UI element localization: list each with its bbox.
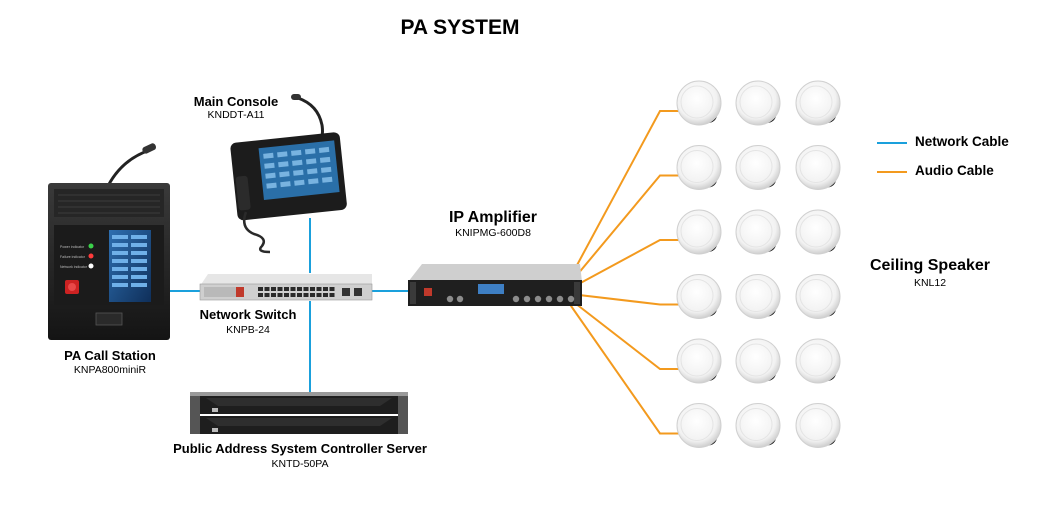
switch-port — [310, 287, 315, 291]
indicator-power-text: Power indicator — [60, 245, 85, 249]
pa-call-station-image: Power indicator Failure indicator Networ… — [48, 143, 170, 340]
ceiling-speaker-label: Ceiling Speaker KNL12 — [860, 257, 1000, 289]
legend-network-cable-label: Network Cable — [915, 134, 1009, 149]
ceiling-speaker-grid — [676, 80, 841, 448]
ceiling-speaker — [676, 274, 722, 319]
amplifier-knob — [556, 295, 564, 303]
ip-amplifier-name: IP Amplifier — [448, 209, 538, 226]
network-switch-model: KNPB-24 — [226, 324, 270, 336]
audio-cable — [561, 239, 683, 294]
controller-server-label: Public Address System Controller Server … — [140, 441, 460, 470]
switch-port — [271, 287, 276, 291]
ceiling-speaker — [735, 80, 781, 126]
audio-cable — [561, 292, 683, 370]
ceiling-speaker — [676, 80, 722, 126]
legend-audio-cable-swatch — [877, 171, 907, 173]
ceiling-speaker — [676, 403, 722, 448]
switch-port — [329, 293, 335, 297]
indicator-failure-text: Failure indicator — [60, 255, 86, 259]
ceiling-speaker — [735, 145, 781, 190]
switch-port — [264, 293, 270, 297]
switch-port — [316, 293, 322, 297]
ceiling-speaker — [795, 403, 841, 448]
ceiling-speaker — [735, 274, 781, 319]
ip-amplifier-model: KNIPMG-600D8 — [455, 227, 531, 239]
main-console-name: Main Console — [193, 94, 279, 109]
pa-call-station-name: PA Call Station — [64, 348, 156, 363]
amplifier-knob — [456, 295, 464, 303]
ceiling-speaker — [676, 209, 722, 255]
ceiling-speaker — [676, 145, 722, 190]
indicator-network-text: Network indicator — [60, 265, 88, 269]
switch-port — [258, 293, 263, 297]
amplifier-knob — [512, 295, 520, 303]
audio-cable — [561, 292, 683, 306]
main-console-image — [230, 94, 347, 254]
amplifier-knob — [545, 295, 553, 303]
switch-port — [277, 287, 283, 291]
controller-server-name: Public Address System Controller Server — [173, 441, 427, 456]
ceiling-speaker — [795, 145, 841, 190]
amplifier-knob — [446, 295, 454, 303]
switch-port — [290, 293, 296, 297]
pa-call-station-model: KNPA800miniR — [73, 364, 147, 376]
switch-port — [277, 293, 283, 297]
ceiling-speaker-name: Ceiling Speaker — [869, 257, 991, 274]
ceiling-speaker-model: KNL12 — [913, 277, 947, 289]
amplifier-knob — [567, 295, 575, 303]
ceiling-speaker — [795, 80, 841, 126]
switch-port — [310, 293, 315, 297]
ip-amplifier-image — [408, 264, 582, 306]
ip-amplifier-label: IP Amplifier KNIPMG-600D8 — [428, 209, 558, 239]
ceiling-speaker — [735, 338, 781, 384]
ceiling-speaker — [795, 209, 841, 255]
pa-call-station-label: PA Call Station KNPA800miniR — [40, 348, 180, 376]
switch-port — [284, 293, 289, 297]
audio-cable — [561, 292, 683, 435]
audio-cable — [561, 110, 683, 294]
switch-port — [297, 293, 302, 297]
audio-cable — [561, 174, 683, 294]
legend-network-cable-swatch — [877, 142, 907, 144]
switch-port — [284, 287, 289, 291]
main-console-label: Main Console KNDDT-A11 — [176, 94, 296, 121]
switch-port — [303, 293, 309, 297]
diagram-title: PA SYSTEM — [400, 16, 520, 39]
ceiling-speaker — [735, 403, 781, 448]
network-switch-label: Network Switch KNPB-24 — [188, 307, 308, 336]
network-switch-name: Network Switch — [199, 307, 297, 322]
controller-server-image — [190, 392, 408, 434]
switch-port — [290, 287, 296, 291]
switch-port — [258, 287, 263, 291]
network-cables — [170, 218, 408, 392]
controller-server-model: KNTD-50PA — [271, 458, 329, 470]
ceiling-speaker — [795, 274, 841, 319]
switch-port — [264, 287, 270, 291]
switch-port — [323, 293, 328, 297]
switch-port — [271, 293, 276, 297]
switch-port — [303, 287, 309, 291]
amplifier-knob — [534, 295, 542, 303]
ceiling-speaker — [795, 338, 841, 384]
switch-port — [316, 287, 322, 291]
main-console-model: KNDDT-A11 — [207, 109, 265, 121]
audio-cables — [561, 110, 683, 435]
legend-audio-cable-label: Audio Cable — [915, 163, 994, 178]
ceiling-speaker — [735, 209, 781, 255]
network-switch-image — [199, 274, 373, 301]
amplifier-knob — [523, 295, 531, 303]
switch-port — [323, 287, 328, 291]
switch-port — [329, 287, 335, 291]
ceiling-speaker — [676, 338, 722, 384]
switch-port — [297, 287, 302, 291]
